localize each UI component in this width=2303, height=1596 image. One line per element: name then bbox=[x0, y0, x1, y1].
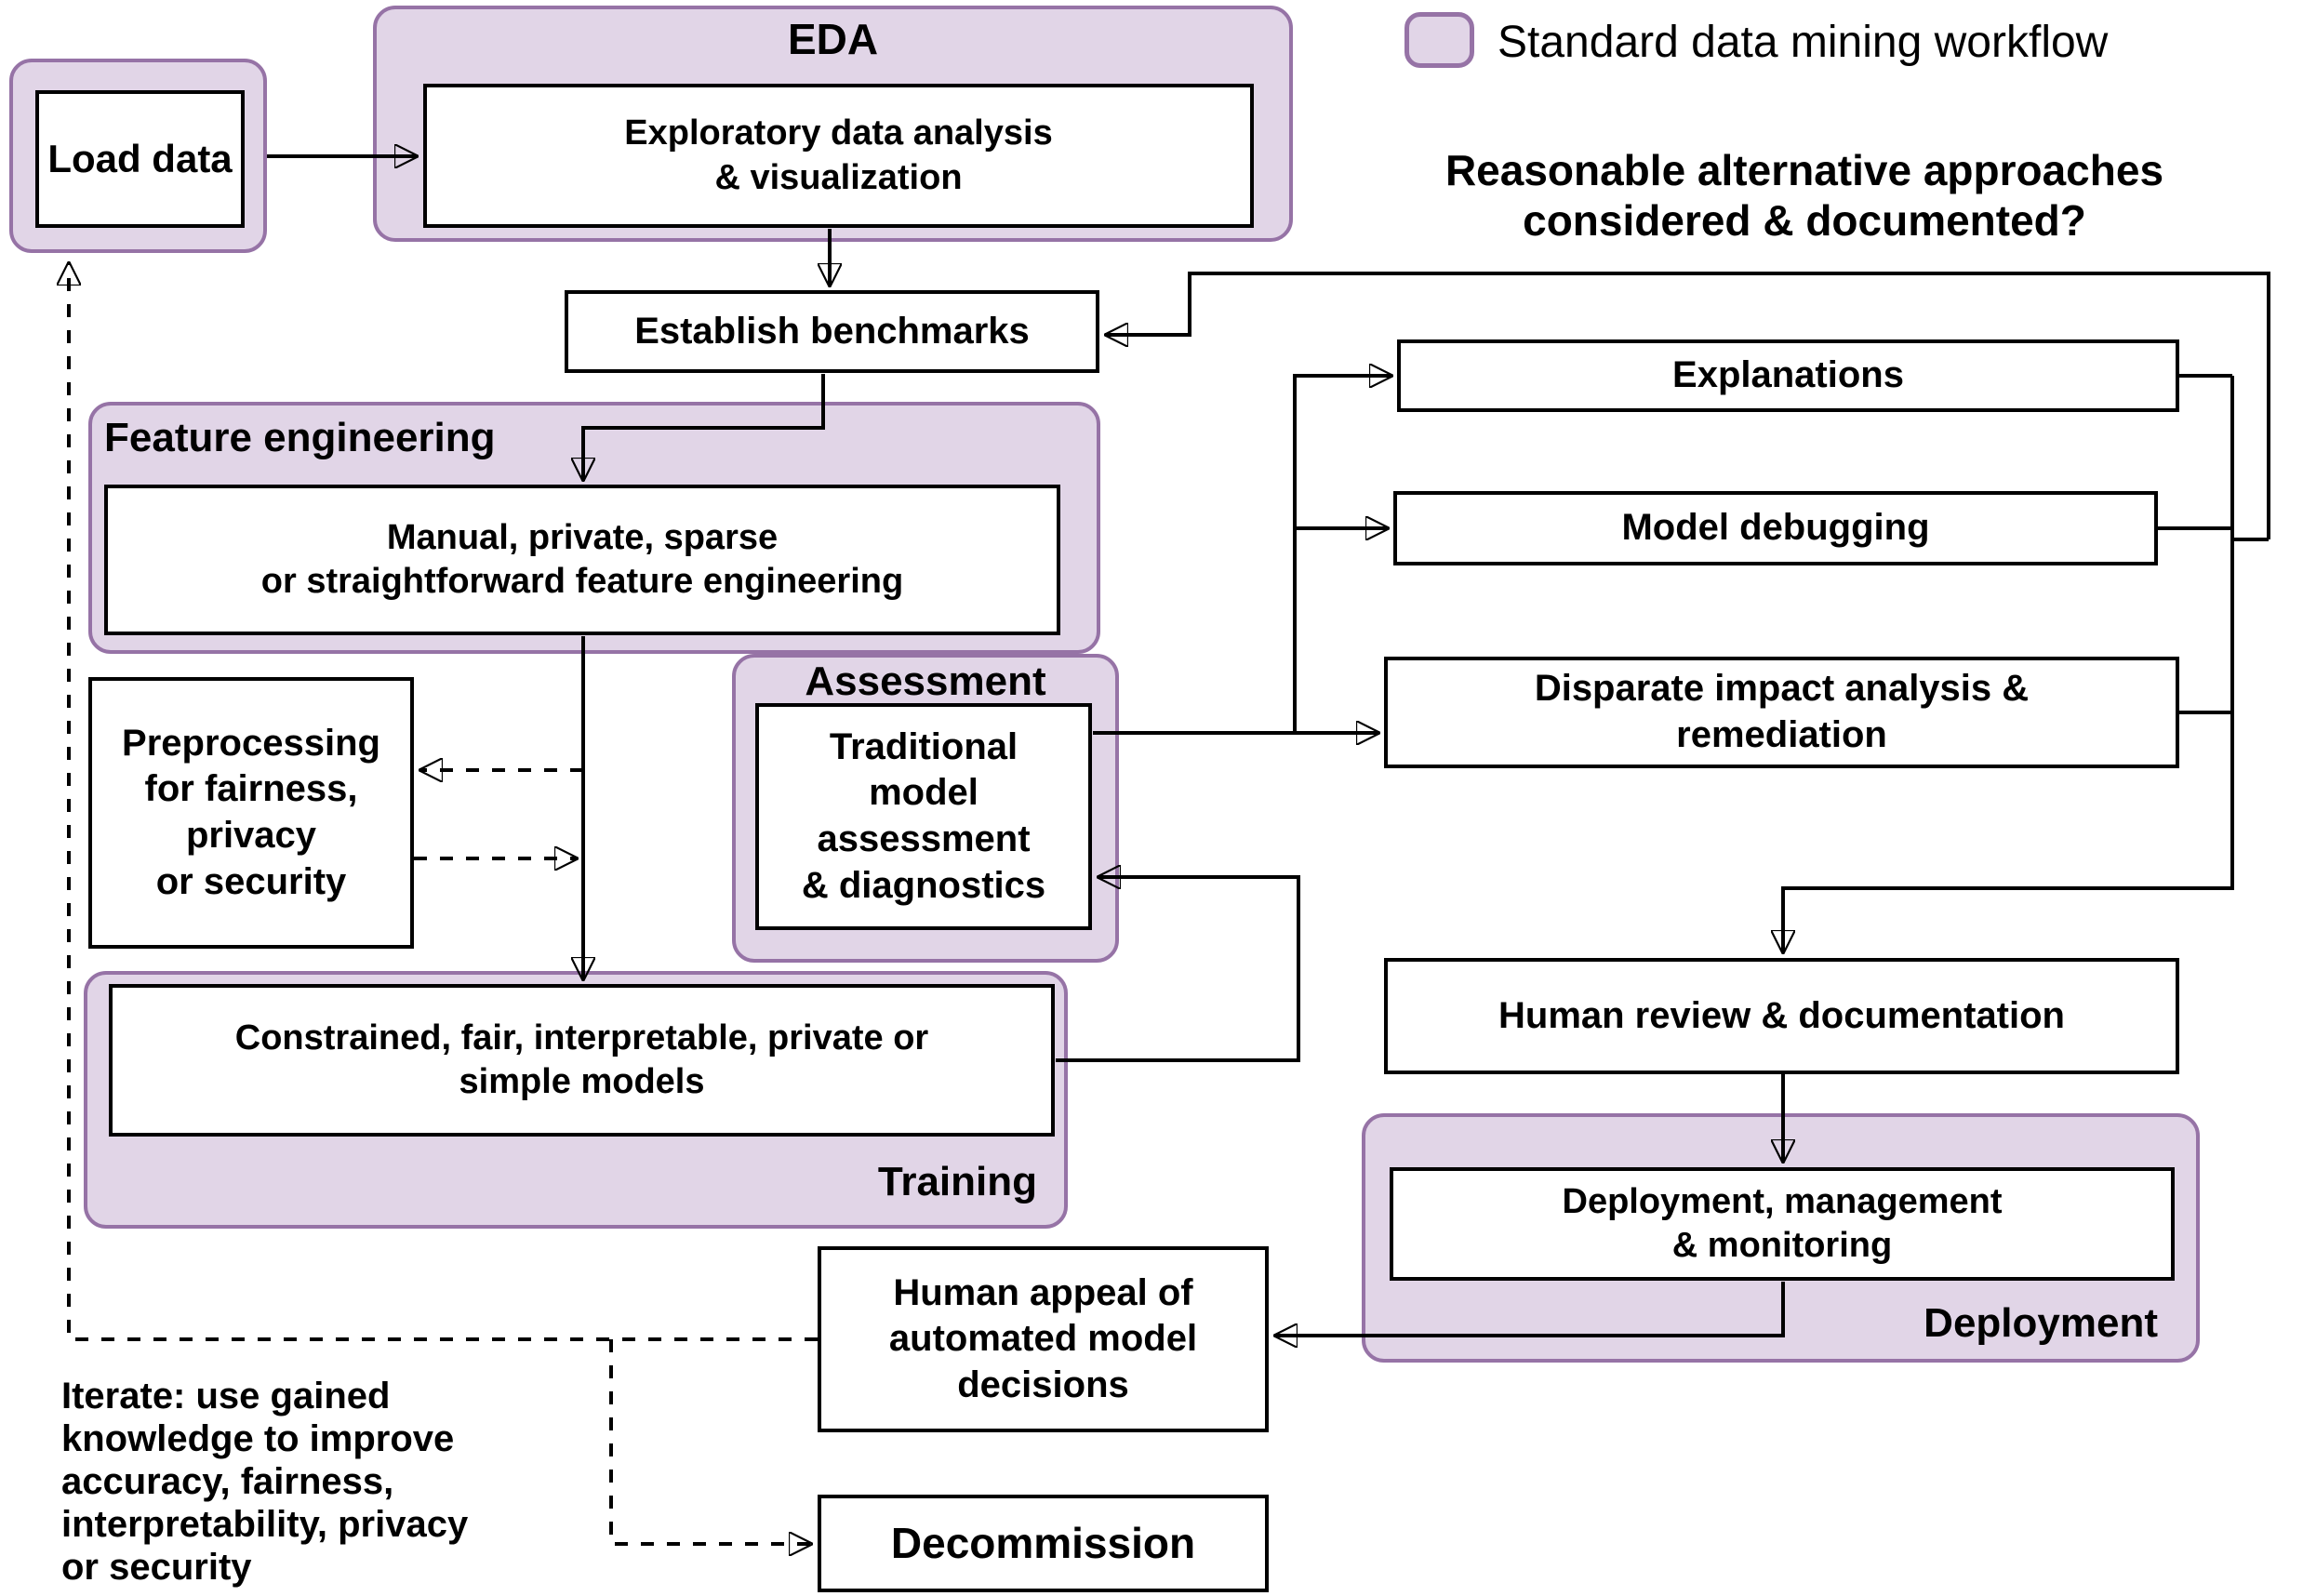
node-feature-engineering-label: Manual, private, sparse or straightforwa… bbox=[260, 517, 904, 601]
title-feature-engineering: Feature engineering bbox=[104, 415, 496, 460]
node-decommission-label: Decommission bbox=[890, 1518, 1196, 1567]
node-deployment: Deployment, management & monitoring bbox=[1390, 1167, 2175, 1281]
node-human-appeal: Human appeal of automated model decision… bbox=[818, 1246, 1269, 1432]
node-human-review-label: Human review & documentation bbox=[1498, 994, 2065, 1036]
iterate-note: Iterate: use gained knowledge to improve… bbox=[61, 1376, 469, 1588]
title-assessment: Assessment bbox=[805, 658, 1046, 704]
connector-iterate-to-decommission-dashed bbox=[609, 1339, 812, 1544]
node-preprocessing-label: Preprocessing for fairness, privacy or s… bbox=[122, 722, 380, 902]
legend-label: Standard data mining workflow bbox=[1498, 18, 2109, 67]
node-explanations: Explanations bbox=[1397, 339, 2179, 412]
node-eda: Exploratory data analysis & visualizatio… bbox=[423, 84, 1254, 228]
node-human-review: Human review & documentation bbox=[1384, 958, 2179, 1074]
node-eda-label: Exploratory data analysis & visualizatio… bbox=[624, 113, 1053, 197]
node-explanations-label: Explanations bbox=[1672, 354, 1904, 396]
node-human-appeal-label: Human appeal of automated model decision… bbox=[888, 1271, 1198, 1405]
node-establish-benchmarks: Establish benchmarks bbox=[565, 290, 1099, 373]
node-assessment: Traditional model assessment & diagnosti… bbox=[755, 703, 1092, 930]
node-model-debugging-label: Model debugging bbox=[1621, 507, 1930, 549]
legend-swatch-icon bbox=[1404, 12, 1474, 68]
connector-branch-to-explanations bbox=[1293, 376, 1392, 733]
node-training: Constrained, fair, interpretable, privat… bbox=[109, 984, 1055, 1137]
node-load-data: Load data bbox=[35, 90, 245, 228]
title-training: Training bbox=[877, 1159, 1037, 1204]
node-deployment-label: Deployment, management & monitoring bbox=[1562, 1181, 2003, 1265]
node-load-data-label: Load data bbox=[47, 136, 233, 180]
node-disparate-impact: Disparate impact analysis & remediation bbox=[1384, 657, 2179, 768]
question-text: Reasonable alternative approaches consid… bbox=[1444, 146, 2164, 245]
node-training-label: Constrained, fair, interpretable, privat… bbox=[234, 1017, 929, 1101]
node-disparate-impact-label: Disparate impact analysis & remediation bbox=[1534, 668, 2030, 755]
node-preprocessing: Preprocessing for fairness, privacy or s… bbox=[88, 677, 414, 949]
node-feature-engineering: Manual, private, sparse or straightforwa… bbox=[104, 485, 1060, 635]
title-eda: EDA bbox=[787, 15, 879, 63]
node-decommission: Decommission bbox=[818, 1495, 1269, 1592]
title-deployment: Deployment bbox=[1924, 1300, 2158, 1346]
node-assessment-label: Traditional model assessment & diagnosti… bbox=[801, 725, 1046, 906]
node-establish-benchmarks-label: Establish benchmarks bbox=[634, 310, 1030, 352]
node-model-debugging: Model debugging bbox=[1393, 491, 2158, 565]
